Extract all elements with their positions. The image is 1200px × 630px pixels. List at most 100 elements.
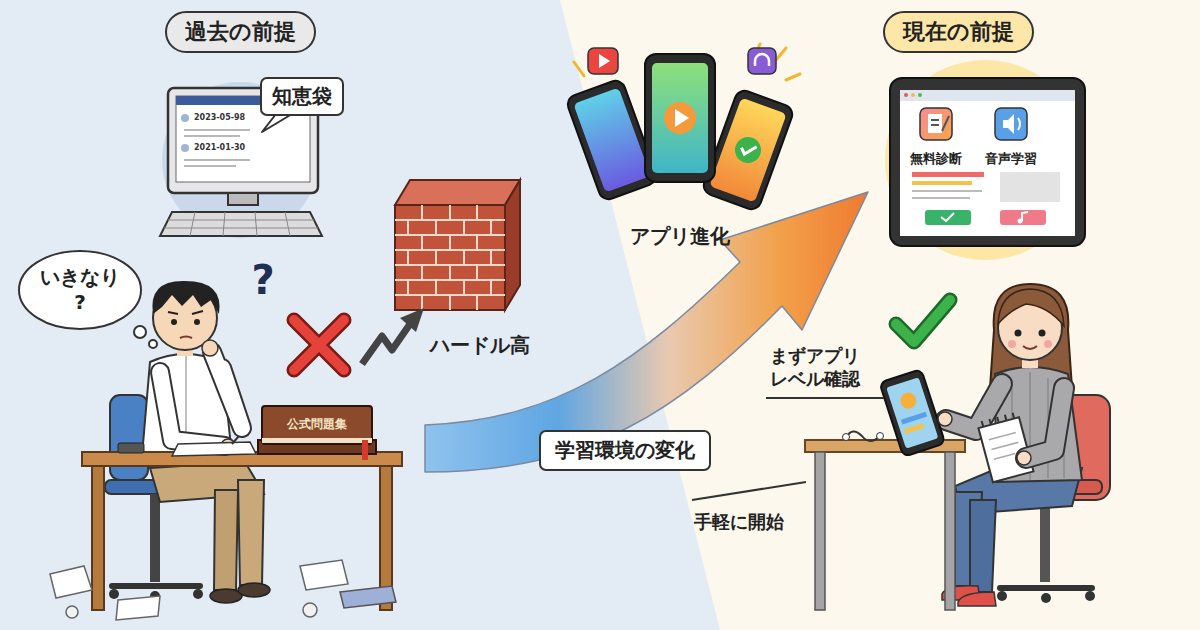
tablet [912,181,972,185]
brick-wall [395,220,505,295]
smartphone-in-hand [879,369,1031,465]
tablet [1000,210,1046,225]
floor-papers [50,566,92,598]
computer-monitor [164,212,318,236]
green-check [896,300,950,342]
floor-papers [66,606,78,618]
book-stack [262,406,372,444]
smartphones [755,54,769,66]
woman-head [1023,346,1037,349]
smartphones [664,102,696,134]
floor-papers [340,586,396,608]
caption-text: 手軽に開始 [694,511,784,534]
floor-papers [116,596,160,620]
leader-line [766,397,884,399]
transition-arrow [425,192,868,472]
tablet [1018,118,1020,130]
woman-head [1008,340,1016,348]
smartphone-in-hand [898,391,918,411]
office-chair [193,589,203,599]
book-title: 公式問題集 [287,417,347,432]
computer-monitor [181,144,189,152]
smartphones [748,48,776,74]
node-text: 知恵袋 [272,84,332,109]
book-stack [362,440,368,460]
small-desk [945,452,955,610]
transition-arrow [425,192,868,472]
tablet [925,210,971,225]
man-figure [171,319,177,325]
smartphone-in-hand [879,369,945,457]
smartphones [709,98,786,203]
man-figure [238,583,270,597]
tablet [900,90,1075,236]
brick-wall [505,180,520,310]
smartphone-in-hand [904,423,925,434]
office-chair [110,395,148,480]
office-chair [109,589,119,599]
woman-figure [982,413,1014,427]
node-text: 学習環境の変化 [555,438,695,463]
cloud-outline [19,251,141,329]
red-cross [294,320,344,370]
section-pill: 過去の前提 [165,11,316,53]
background [0,0,720,630]
screen-date: 2023-05-98 [194,113,245,123]
node-text: 無料診断 [910,151,962,167]
smartphones [645,54,715,182]
small-desk [846,431,880,441]
woman-legs [942,468,1082,606]
node-text: 現在の前提 [903,18,1014,46]
smartphones [573,88,650,193]
green-check [896,300,950,342]
chin-arm [202,340,218,356]
red-cross [294,320,344,370]
tablet [885,60,1085,260]
woman-figure [1026,388,1064,458]
office-chair [112,583,200,589]
tablet [912,191,982,198]
tablet [885,60,1085,260]
zigzag-arrow [400,308,424,332]
woman-figure [977,411,1034,482]
man-figure [168,311,203,314]
screen-date: 2021-01-30 [194,143,245,153]
tablet [890,78,1085,246]
woman-figure [1026,388,1064,458]
thought-bubble: いきなり ? [17,249,143,331]
computer-monitor [181,114,189,122]
brick-wall [395,180,520,310]
book-stack [258,406,376,460]
green-check [896,300,950,342]
small-desk [843,434,850,441]
smartphones [588,48,618,74]
red-chair [1041,593,1051,603]
small-desk [815,452,825,610]
computer-monitor [228,193,258,205]
brick-wall [408,205,491,310]
woman-legs [958,592,996,606]
wooden-desk [118,443,144,453]
tablet [928,114,942,133]
wooden-desk [82,443,402,610]
floor-papers [303,603,317,617]
tablet [931,116,949,131]
woman-head [1015,330,1022,337]
leader-line [692,482,806,500]
chin-arm [202,340,242,428]
notebook [172,442,256,456]
speech-bubble: 知恵袋 [260,77,344,116]
zigzag-arrow [362,324,410,364]
smartphones [565,44,800,212]
man-figure [180,337,192,339]
smartphone-in-hand [879,369,945,457]
tablet [900,90,1075,101]
man-figure [194,319,200,325]
thought-trail [149,340,157,348]
man-figure [238,480,264,585]
question-mark: ? [251,255,274,305]
